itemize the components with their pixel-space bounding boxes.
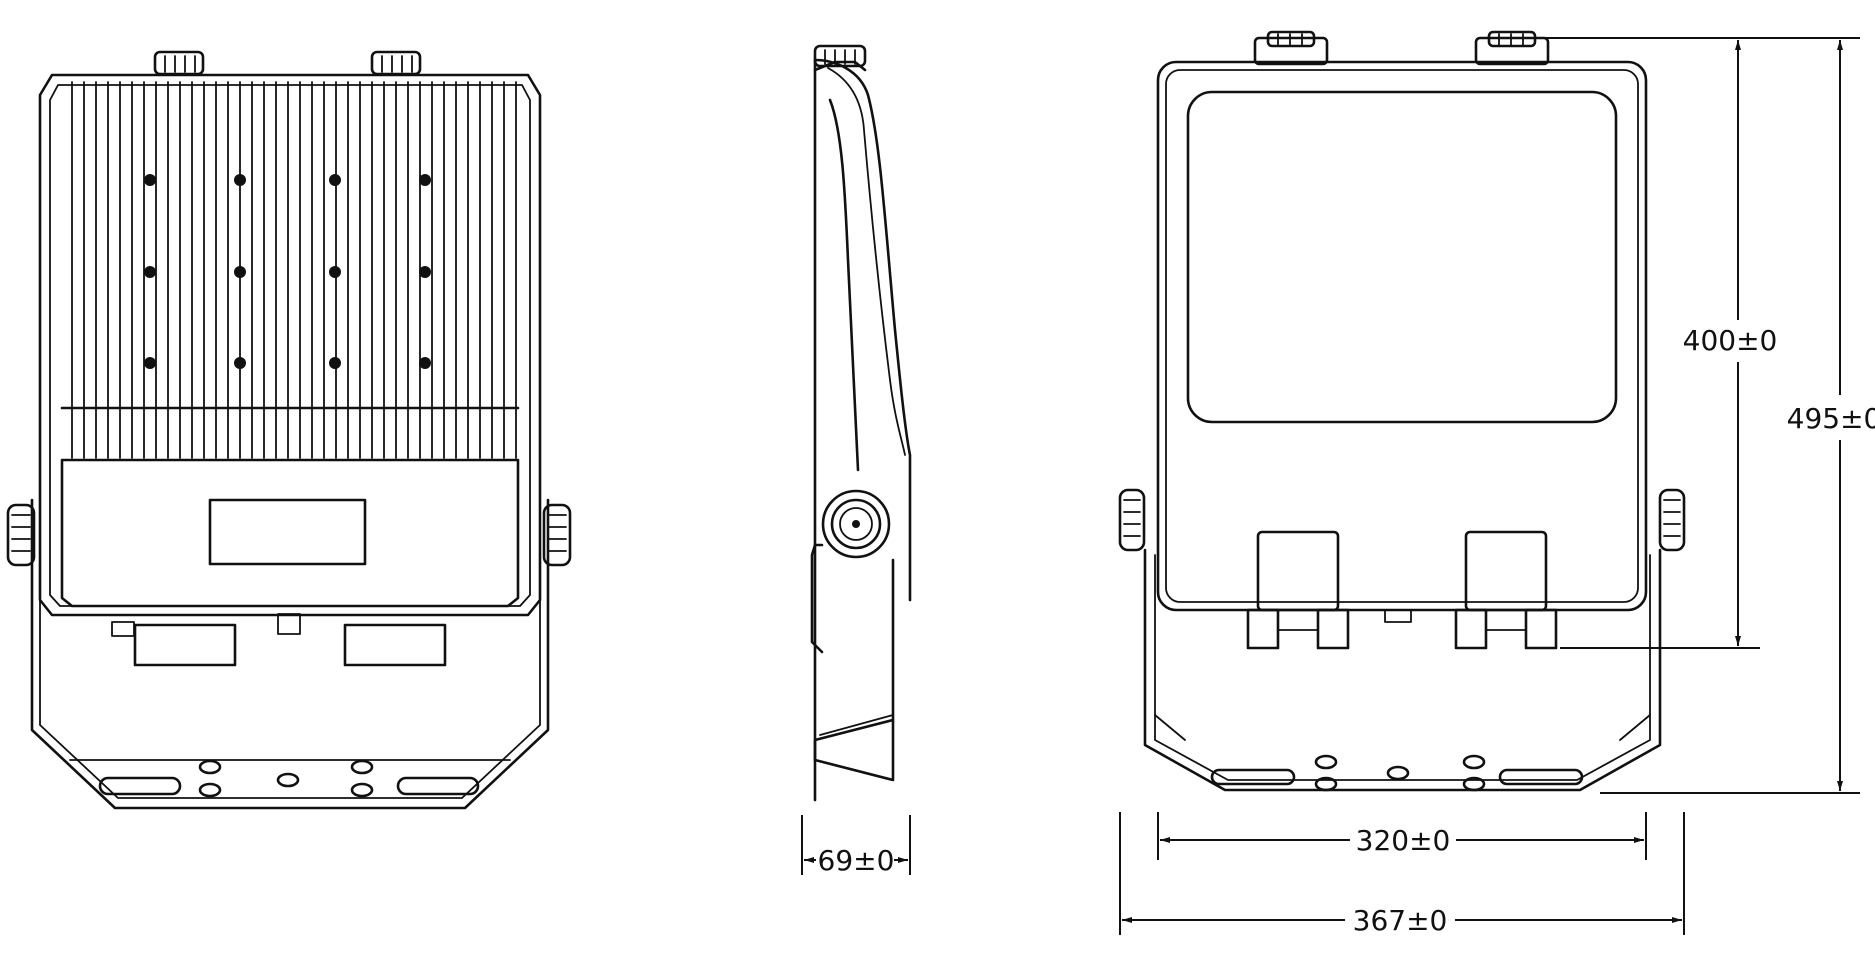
- screw-hole: [329, 174, 341, 186]
- panel-width-dimension: 320±0: [1356, 824, 1451, 857]
- front-body: [1156, 60, 1648, 612]
- front-clips: [1246, 530, 1558, 650]
- front-view: [1118, 30, 1686, 792]
- heatsink-fin: [479, 81, 493, 459]
- heatsink-fin: [215, 81, 229, 459]
- side-knobs: [6, 503, 572, 567]
- front-cable-glands: [1253, 30, 1550, 66]
- heatsink-fin: [431, 81, 445, 459]
- heatsink-fins: [71, 81, 517, 459]
- screw-hole: [329, 266, 341, 278]
- screw-hole: [144, 357, 156, 369]
- bottom-brackets: [111, 613, 447, 667]
- heatsink-fin: [383, 81, 397, 459]
- heatsink-fin: [95, 81, 109, 459]
- screw-hole: [234, 266, 246, 278]
- front-bracket: [1143, 548, 1662, 792]
- top-cable-glands: [153, 50, 422, 76]
- screw-hole: [419, 174, 431, 186]
- mounting-bracket: [30, 498, 550, 810]
- screw-hole: [419, 266, 431, 278]
- side-arm: [810, 98, 895, 782]
- driver-box: [60, 458, 520, 608]
- screw-hole: [419, 357, 431, 369]
- heatsink-fin: [455, 81, 469, 459]
- screw-hole: [329, 357, 341, 369]
- screw-hole: [144, 174, 156, 186]
- side-cable-gland: [813, 44, 867, 68]
- side-view: [810, 44, 912, 802]
- side-body: [813, 58, 912, 802]
- heatsink-fin: [119, 81, 133, 459]
- dimension-lines: [801, 37, 1860, 935]
- heatsink-fin: [191, 81, 205, 459]
- front-knobs: [1118, 488, 1686, 552]
- rear-view: [6, 50, 572, 810]
- heatsink-fin: [311, 81, 325, 459]
- side-knob: [821, 489, 891, 559]
- heatsink-fin: [143, 81, 157, 459]
- heatsink-fin: [167, 81, 181, 459]
- screw-hole: [234, 357, 246, 369]
- heatsink-fin: [407, 81, 421, 459]
- heatsink-fin: [287, 81, 301, 459]
- overall-width-dimension: 367±0: [1353, 904, 1448, 937]
- panel-height-dimension: 400±0: [1683, 324, 1778, 357]
- lens-window: [1186, 90, 1618, 424]
- depth-dimension: 69±0: [818, 844, 895, 877]
- dimension-labels: 69±0 320±0 367±0 400±0 495±0: [818, 324, 1875, 937]
- screw-hole: [144, 266, 156, 278]
- heatsink-fin: [263, 81, 277, 459]
- mounting-holes: [144, 174, 431, 369]
- heatsink-fin: [71, 81, 85, 459]
- screw-hole: [234, 174, 246, 186]
- heatsink-fin: [503, 81, 517, 459]
- heatsink-fin: [359, 81, 373, 459]
- overall-height-dimension: 495±0: [1787, 402, 1875, 435]
- rear-body: [38, 73, 542, 617]
